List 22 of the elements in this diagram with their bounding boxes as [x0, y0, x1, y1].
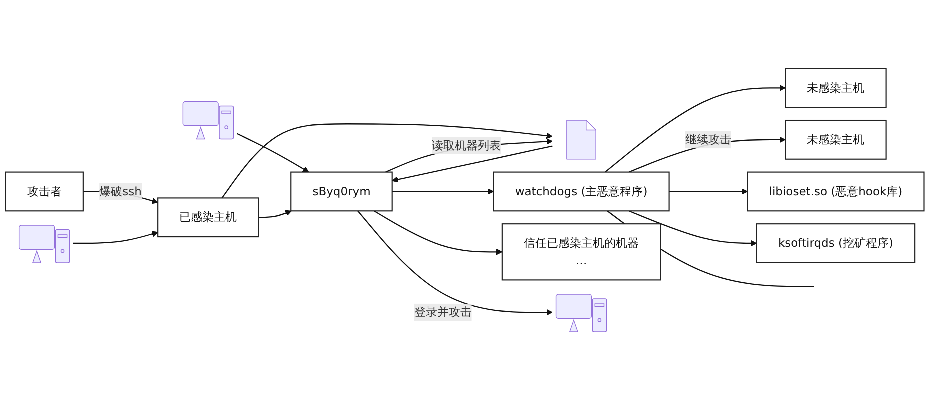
node-box: 未感染主机 [785, 68, 887, 108]
arrow [669, 188, 748, 195]
node-box: libioset.so (恶意hook库) [747, 171, 925, 212]
arrow [392, 145, 553, 182]
node-box: ksoftirqds (挖矿程序) [756, 223, 916, 264]
edge-label: 爆破ssh [100, 184, 142, 198]
arrow [73, 230, 158, 244]
edge-label: 读取机器列表 [432, 138, 502, 152]
arrow [258, 210, 292, 218]
arrow [392, 188, 494, 195]
node-box: watchdogs (主恶意程序) [493, 171, 670, 212]
node-box: 信任已感染主机的机器 … [502, 223, 662, 280]
edge-label: 继续攻击 [685, 132, 732, 146]
node-box: 已感染主机 [158, 197, 260, 238]
node-box: 未感染主机 [785, 120, 887, 160]
arrow [628, 210, 758, 246]
node-box: sByq0rym [290, 171, 393, 212]
node-box: 攻击者 [5, 171, 84, 212]
arrow [237, 133, 310, 172]
arrow [374, 210, 503, 255]
edge-label: 登录并攻击 [414, 304, 472, 319]
arrow [358, 210, 553, 316]
